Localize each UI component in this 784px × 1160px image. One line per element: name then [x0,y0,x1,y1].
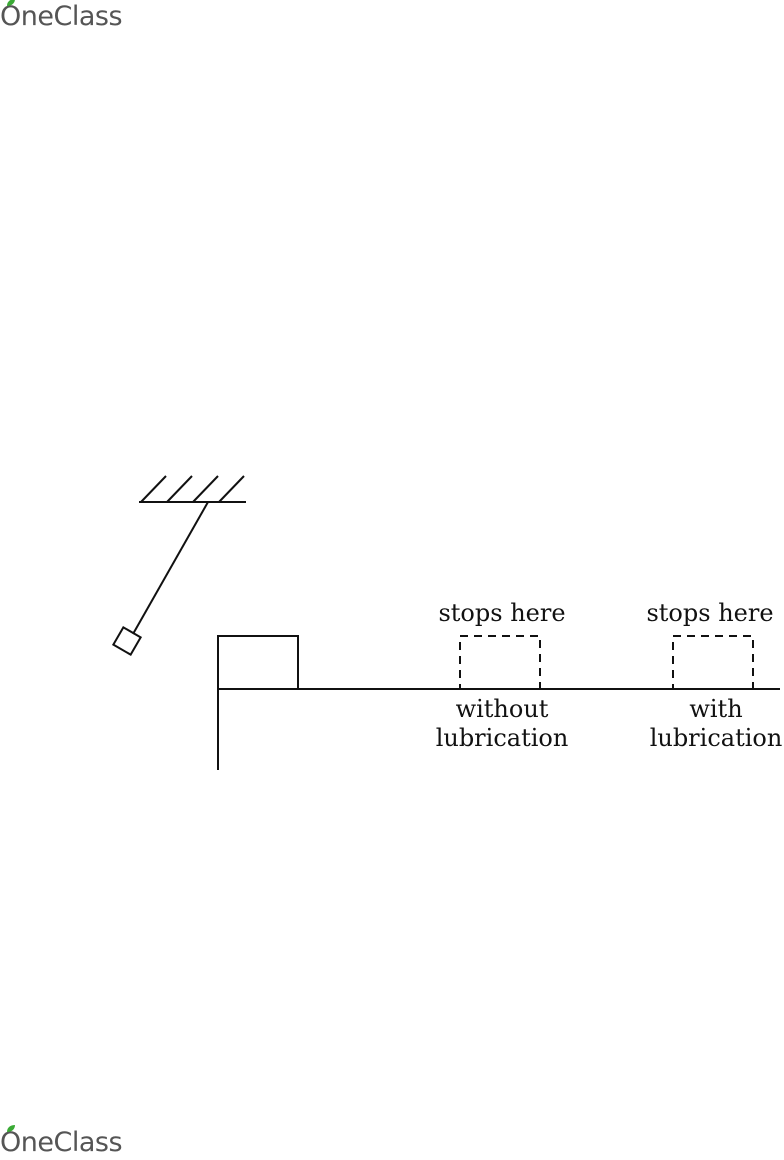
leaf-icon [6,1124,16,1133]
oneclass-logo-bottom: OneClass [0,1127,122,1158]
block-start [218,636,298,689]
with-label-line1: with [689,695,742,723]
pendulum-string [133,502,208,634]
block-stop-with-lubrication [673,636,753,689]
ceiling-hatch-4 [219,476,244,502]
with-label-line2: lubrication [650,724,783,752]
ceiling-hatch-3 [193,476,218,502]
logo-text: OneClass [0,1127,122,1158]
without-label-line1: without [456,695,549,723]
block-stop-without-lubrication [460,636,540,689]
without-label-line2: lubrication [436,724,569,752]
logo-o: OneClass [0,1127,122,1158]
ceiling-hatch-1 [141,476,166,502]
ceiling-hatch-2 [167,476,192,502]
stop-label-without: stops here [438,599,565,627]
pendulum-bob [113,627,140,654]
stop-label-with: stops here [646,599,773,627]
